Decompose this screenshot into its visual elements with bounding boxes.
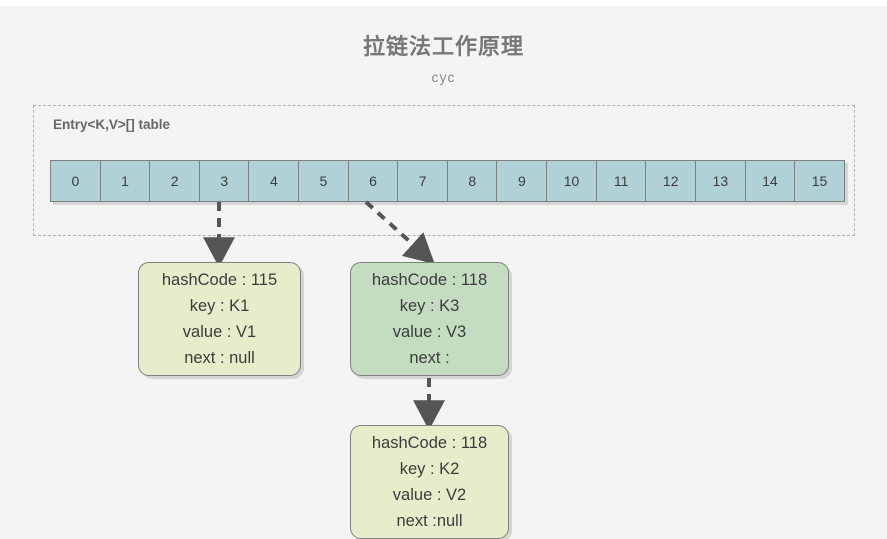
bucket-cell-11[interactable]: 11 xyxy=(595,160,647,202)
entry-k1-key: key : K1 xyxy=(189,297,250,315)
entry-k2-value: value : V2 xyxy=(392,486,467,504)
bucket-cell-13[interactable]: 13 xyxy=(694,160,746,202)
entry-k1-hashcode: hashCode : 115 xyxy=(161,271,278,289)
entry-node-k3[interactable]: hashCode : 118 key : K3 value : V3 next … xyxy=(350,262,509,376)
table-group-label: Entry<K,V>[] table xyxy=(53,117,171,132)
page-subtitle: cyc xyxy=(431,69,456,85)
entry-k3-next: next : xyxy=(409,349,450,367)
bucket-cell-14[interactable]: 14 xyxy=(744,160,796,202)
bucket-cell-9[interactable]: 9 xyxy=(496,160,548,202)
bucket-cell-2[interactable]: 2 xyxy=(149,160,201,202)
bucket-cell-15[interactable]: 15 xyxy=(794,160,845,202)
bucket-cell-10[interactable]: 10 xyxy=(546,160,597,202)
entry-k3-key: key : K3 xyxy=(399,297,460,315)
entry-k1-value: value : V1 xyxy=(182,323,257,341)
bucket-cell-3[interactable]: 3 xyxy=(198,160,250,202)
bucket-cell-4[interactable]: 4 xyxy=(248,160,300,202)
entry-k2-hashcode: hashCode : 118 xyxy=(371,434,488,452)
entry-k3-hashcode: hashCode : 118 xyxy=(371,271,488,289)
bucket-array: 0 1 2 3 4 5 6 7 8 9 10 11 12 13 14 15 xyxy=(50,160,845,202)
bucket-cell-0[interactable]: 0 xyxy=(50,160,101,202)
entry-node-k2[interactable]: hashCode : 118 key : K2 value : V2 next … xyxy=(350,425,509,539)
entry-node-k1[interactable]: hashCode : 115 key : K1 value : V1 next … xyxy=(138,262,301,376)
page-title: 拉链法工作原理 xyxy=(362,34,524,59)
bucket-cell-8[interactable]: 8 xyxy=(446,160,498,202)
bucket-cell-1[interactable]: 1 xyxy=(99,160,151,202)
table-group-box xyxy=(33,105,855,236)
entry-k2-next: next :null xyxy=(396,512,463,530)
entry-k1-next: next : null xyxy=(184,349,255,367)
bucket-cell-7[interactable]: 7 xyxy=(397,160,449,202)
entry-k2-key: key : K2 xyxy=(399,460,460,478)
bucket-cell-6[interactable]: 6 xyxy=(347,160,399,202)
bucket-cell-5[interactable]: 5 xyxy=(298,160,349,202)
bucket-cell-12[interactable]: 12 xyxy=(645,160,697,202)
entry-k3-value: value : V3 xyxy=(392,323,467,341)
top-white-strip xyxy=(0,0,887,6)
